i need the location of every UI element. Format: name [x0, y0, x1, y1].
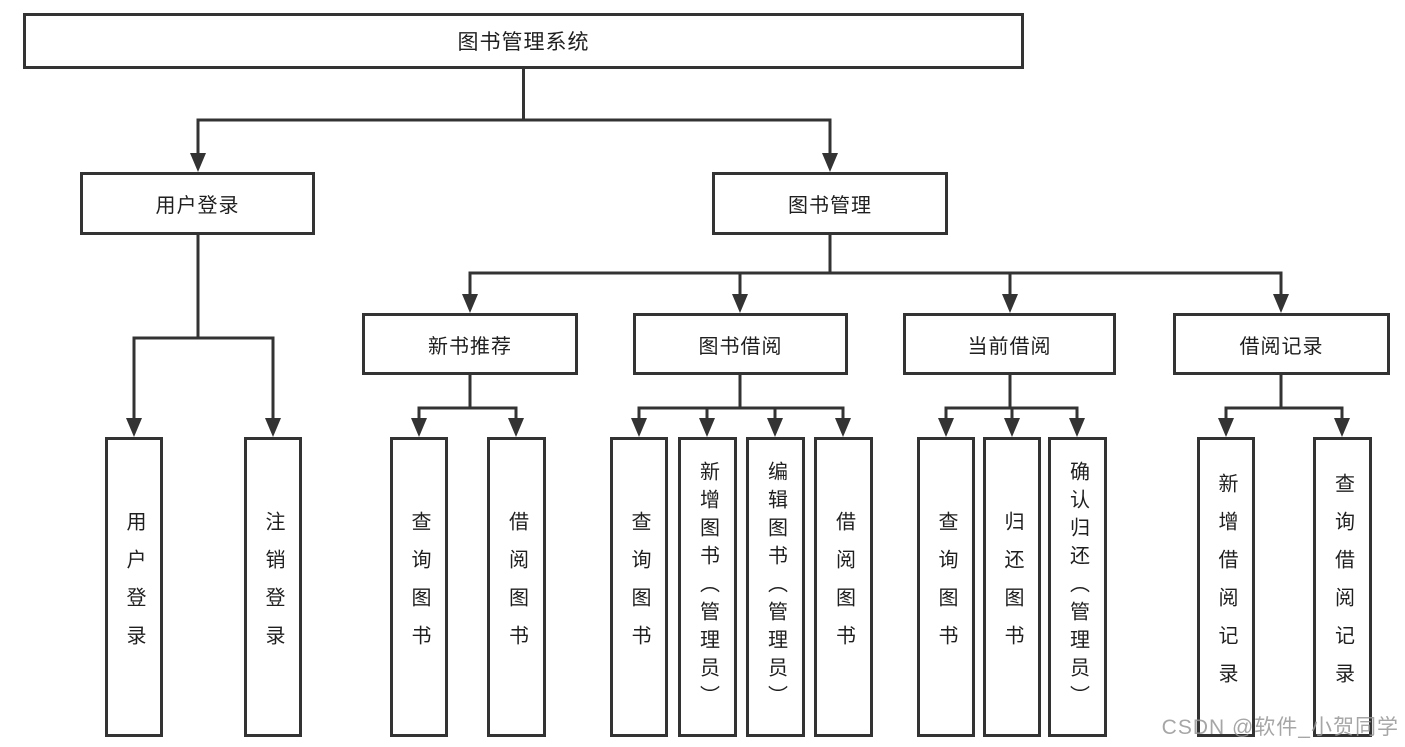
node-label: 借阅图书 — [832, 511, 855, 663]
leaf-rec-borrow-book: 借阅图书 — [487, 437, 546, 737]
node-label: 查询图书 — [935, 511, 957, 663]
node-new-book-recommend: 新书推荐 — [362, 313, 578, 375]
node-label: 图书管理系统 — [457, 31, 590, 54]
node-label: 查询图书 — [628, 511, 650, 663]
node-label: 用户登录 — [155, 195, 240, 217]
leaf-bb-borrow-book: 借阅图书 — [814, 437, 873, 737]
node-book-management: 图书管理 — [712, 172, 948, 235]
node-label: 确认归还（管理员） — [1066, 461, 1089, 713]
leaf-br-query-record: 查询借阅记录 — [1313, 437, 1372, 737]
leaf-user-login: 用户登录 — [105, 437, 163, 737]
node-label: 新增借阅记录 — [1215, 473, 1237, 701]
leaf-cb-return-book: 归还图书 — [983, 437, 1041, 737]
node-label: 注销登录 — [262, 511, 284, 663]
leaf-logout: 注销登录 — [244, 437, 302, 737]
node-label: 查询借阅记录 — [1331, 473, 1354, 701]
node-label: 编辑图书（管理员） — [764, 461, 787, 713]
leaf-rec-query-book: 查询图书 — [390, 437, 448, 737]
node-label: 用户登录 — [123, 511, 145, 663]
node-label: 当前借阅 — [967, 335, 1052, 358]
node-label: 借阅图书 — [505, 511, 528, 663]
node-library-management-system: 图书管理系统 — [23, 13, 1024, 69]
node-book-borrowing: 图书借阅 — [633, 313, 848, 375]
node-label: 借阅记录 — [1239, 335, 1324, 358]
leaf-bb-add-book-admin: 新增图书（管理员） — [678, 437, 737, 737]
leaf-bb-edit-book-admin: 编辑图书（管理员） — [746, 437, 805, 737]
leaf-cb-confirm-return-admin: 确认归还（管理员） — [1048, 437, 1107, 737]
node-user-login: 用户登录 — [80, 172, 315, 235]
leaf-cb-query-book: 查询图书 — [917, 437, 975, 737]
node-label: 查询图书 — [408, 511, 430, 663]
node-current-borrowing: 当前借阅 — [903, 313, 1116, 375]
node-borrowing-records: 借阅记录 — [1173, 313, 1390, 375]
node-label: 新增图书（管理员） — [696, 461, 719, 713]
node-label: 图书管理 — [788, 195, 872, 217]
leaf-br-add-record: 新增借阅记录 — [1197, 437, 1255, 737]
csdn-watermark: CSDN @软件_小贺同学 — [1161, 716, 1399, 739]
node-label: 新书推荐 — [428, 335, 512, 358]
node-label: 图书借阅 — [698, 335, 783, 358]
arrowhead-icons — [126, 153, 1350, 437]
leaf-bb-query-book: 查询图书 — [610, 437, 668, 737]
node-label: 归还图书 — [1001, 511, 1023, 663]
